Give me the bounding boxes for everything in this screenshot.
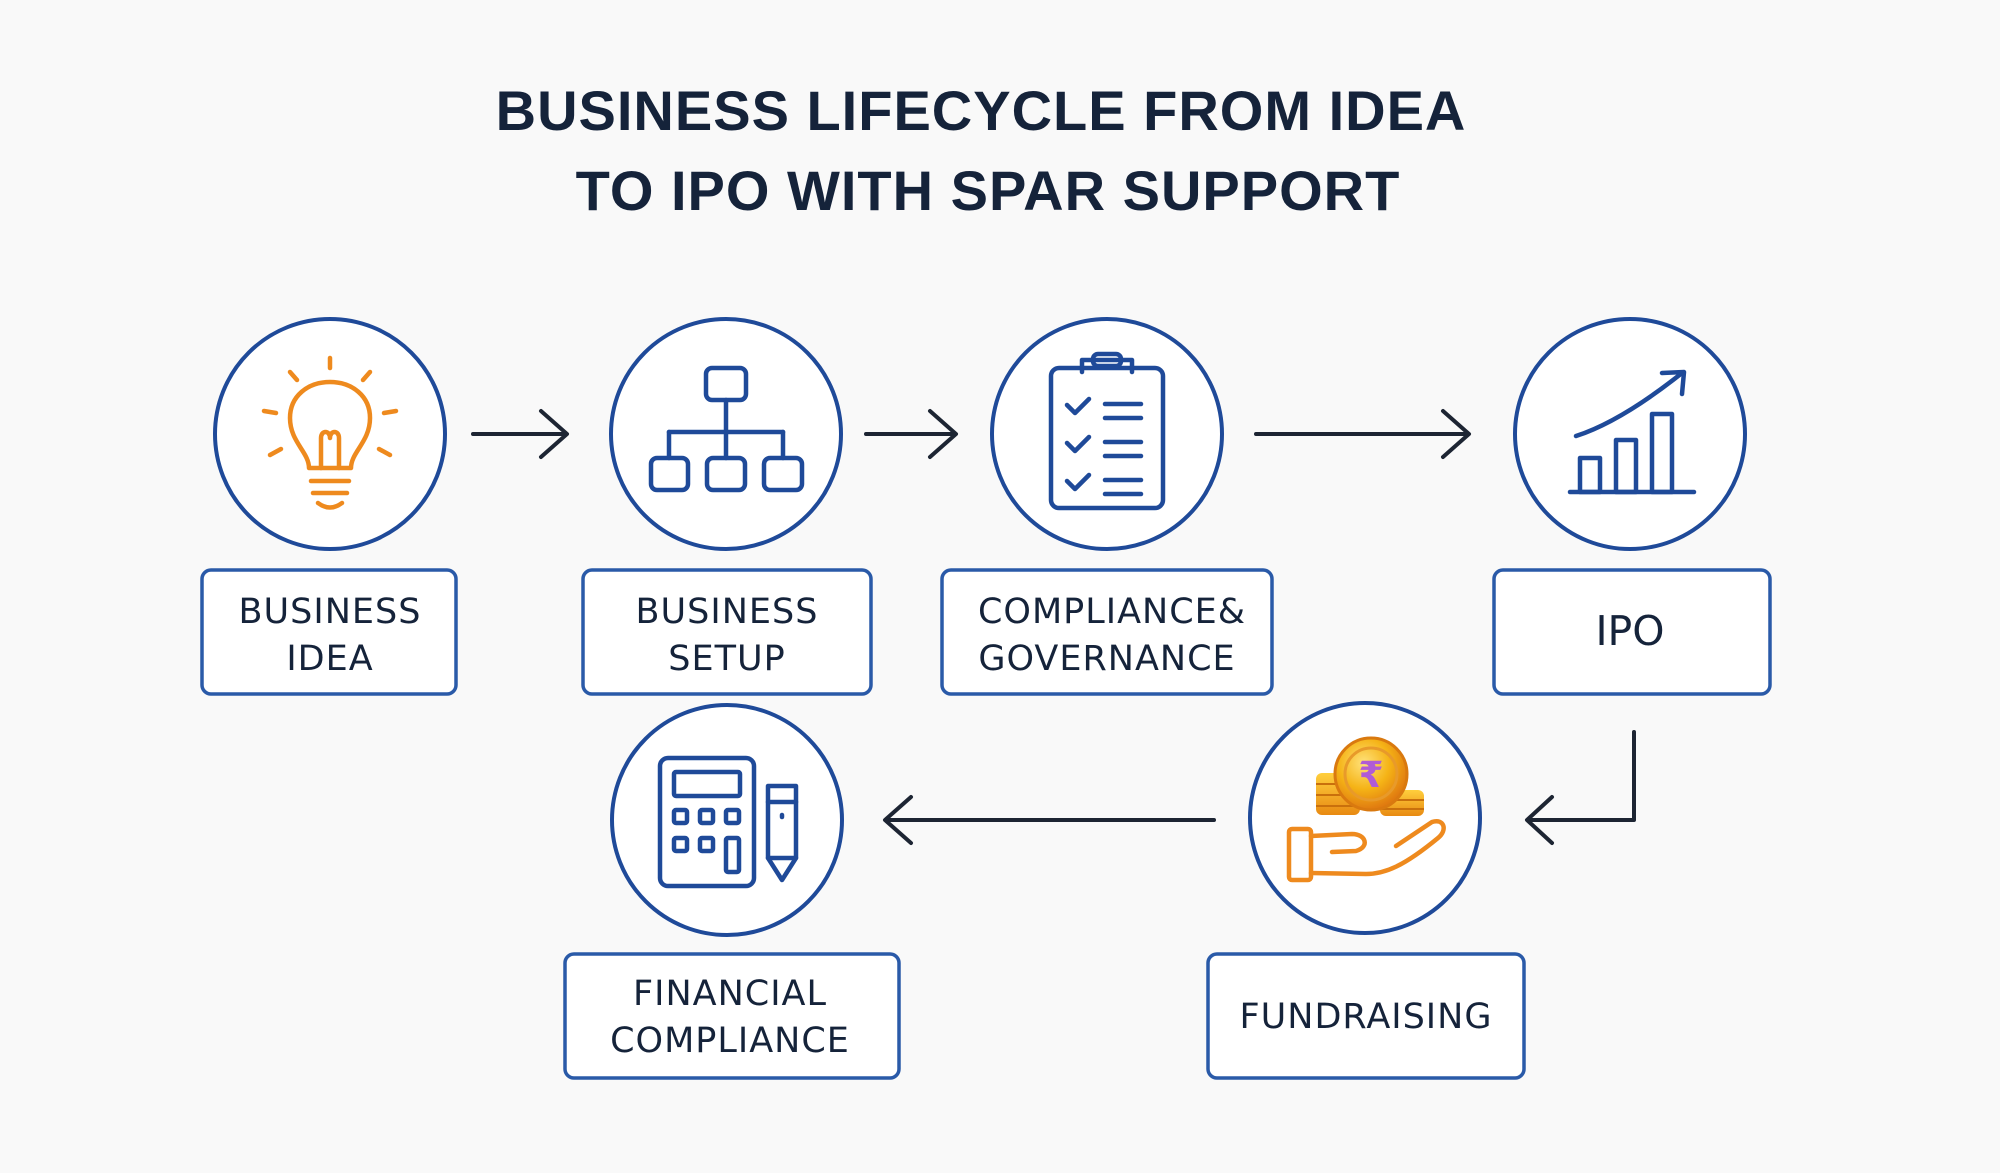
calculator-icon — [657, 755, 757, 889]
hand-icon — [1286, 818, 1446, 883]
pencil-icon — [765, 783, 799, 883]
node-circle — [1248, 701, 1482, 935]
rupee-symbol: ₹ — [1358, 755, 1383, 796]
node-financial-compliance: FINANCIAL COMPLIANCE — [563, 703, 901, 1080]
org-chart-icon — [648, 365, 805, 493]
node-label-line-2: COMPLIANCE — [610, 1021, 850, 1061]
title-line-2: TO IPO WITH SPAR SUPPORT — [576, 159, 1401, 222]
node-label-line-1: BUSINESS — [636, 592, 819, 632]
node-label: IPO — [1595, 607, 1664, 655]
arrow-fundraising-to-financial — [883, 795, 1216, 845]
arrow-ipo-to-fundraising — [1525, 730, 1636, 845]
node-label-line-1: COMPLIANCE& — [978, 592, 1246, 632]
node-business-idea: BUSINESS IDEA — [200, 317, 458, 696]
label-box — [940, 568, 1274, 696]
title-line-1: BUSINESS LIFECYCLE FROM IDEA — [496, 79, 1467, 142]
calculator-pencil-icon — [657, 755, 799, 889]
arrow-idea-to-setup — [471, 409, 569, 459]
coins-hand-icon: ₹ — [1286, 736, 1446, 883]
node-label-line-2: SETUP — [668, 639, 785, 679]
node-business-setup: BUSINESS SETUP — [581, 317, 873, 696]
arrow-compliance-to-ipo — [1254, 409, 1471, 459]
growth-chart-icon — [1567, 369, 1697, 495]
label-box — [1492, 568, 1772, 696]
label-box — [563, 952, 901, 1080]
label-box — [200, 568, 458, 696]
node-label-line-1: FINANCIAL — [633, 974, 827, 1014]
node-fundraising: ₹ FUNDRAISING — [1206, 701, 1526, 1080]
node-label-line-2: IDEA — [286, 639, 373, 679]
label-box — [581, 568, 873, 696]
lightbulb-icon — [261, 355, 399, 510]
node-label-line-2: GOVERNANCE — [978, 639, 1235, 679]
node-label-line-1: BUSINESS — [239, 592, 422, 632]
arrow-setup-to-compliance — [864, 409, 958, 459]
label-box — [1206, 952, 1526, 1080]
node-circle — [1513, 317, 1747, 551]
node-ipo: IPO — [1492, 317, 1772, 696]
node-compliance-governance: COMPLIANCE& GOVERNANCE — [940, 317, 1274, 696]
clipboard-checklist-icon — [1048, 351, 1166, 511]
node-label: FUNDRAISING — [1240, 997, 1493, 1037]
page-title: BUSINESS LIFECYCLE FROM IDEA TO IPO WITH… — [496, 79, 1467, 222]
